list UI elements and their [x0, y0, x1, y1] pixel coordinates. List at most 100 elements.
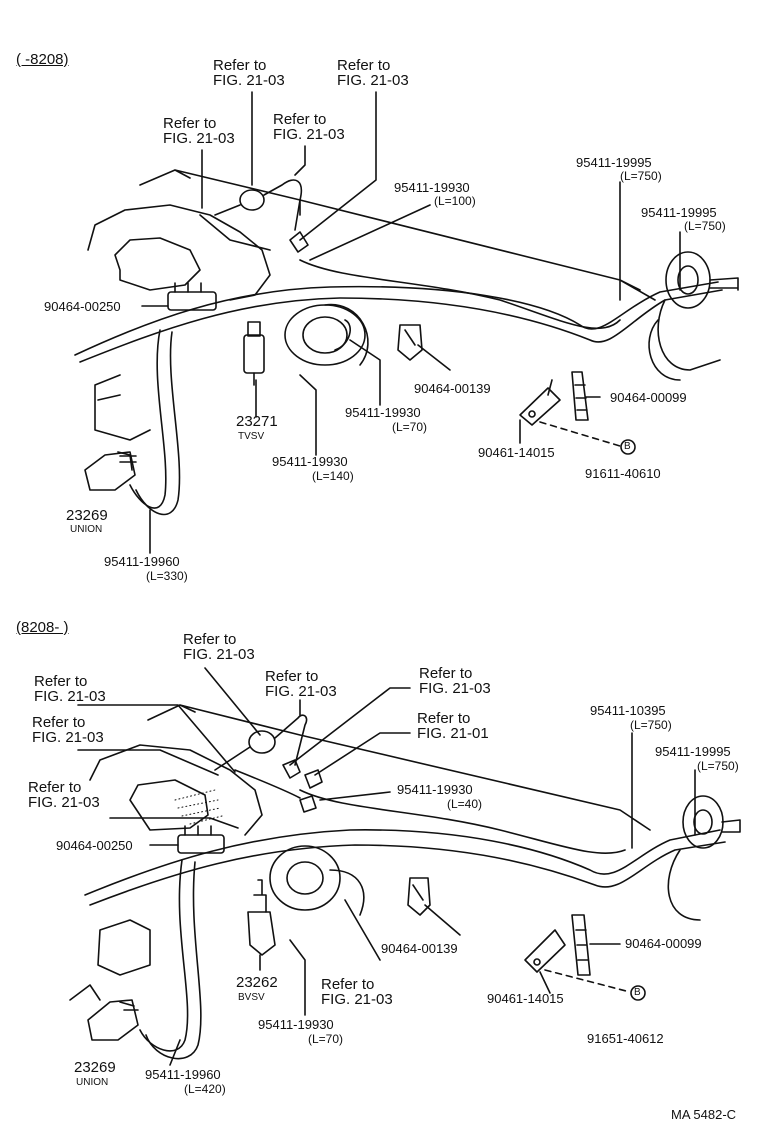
- refer-line1: Refer to: [163, 115, 217, 132]
- refer-label-lower-2: Refer to FIG. 21-03: [265, 669, 337, 699]
- refer-line1: Refer to: [419, 665, 473, 682]
- part-bvsv: BVSV: [238, 992, 265, 1003]
- upper-diagram: [75, 92, 738, 553]
- clamp-00139-lower: [408, 878, 430, 915]
- clamp-00250-lower: [178, 835, 224, 853]
- engine-outline-lower: [148, 705, 650, 830]
- engine-outline-upper-2: [88, 205, 270, 300]
- part-95411-19995-c: 95411-19995: [655, 744, 731, 759]
- clamp-00099-lower: [572, 915, 590, 975]
- refer-line2: FIG. 21-03: [337, 72, 409, 89]
- part-90464-00250-lower: 90464-00250: [56, 838, 133, 853]
- refer-line1: Refer to: [183, 631, 237, 648]
- part-length-750-c: (L=750): [630, 718, 672, 732]
- part-95411-19995-a: 95411-19995: [576, 155, 652, 170]
- part-length-750-b: (L=750): [684, 219, 726, 233]
- canister-lower: [270, 846, 340, 910]
- filter-upper: [240, 190, 264, 210]
- union-lower: [88, 1000, 138, 1040]
- hose-main-lower-b: [90, 842, 725, 905]
- modulator-lower: [683, 796, 723, 848]
- refer-line2: FIG. 21-01: [417, 725, 489, 742]
- part-95411-19930-70-upper: 95411-19930: [345, 405, 421, 420]
- part-length-70-upper: (L=70): [392, 420, 428, 434]
- part-length-330: (L=330): [146, 569, 188, 583]
- bracket-upper: [520, 388, 560, 425]
- refer-line2: FIG. 21-03: [213, 72, 285, 89]
- part-length-750-d: (L=750): [697, 759, 739, 773]
- refer-line1: Refer to: [417, 710, 471, 727]
- part-95411-19930-140: 95411-19930: [272, 454, 348, 469]
- refer-line2: FIG. 21-03: [265, 683, 337, 700]
- part-90464-00099-upper: 90464-00099: [610, 390, 687, 405]
- refer-line1: Refer to: [32, 714, 86, 731]
- hose-main-upper-a: [75, 282, 718, 355]
- part-90464-00099-lower: 90464-00099: [625, 936, 702, 951]
- part-95411-19960-330: 95411-19960: [104, 554, 180, 569]
- part-90464-00139-lower: 90464-00139: [381, 941, 458, 956]
- refer-line1: Refer to: [265, 668, 319, 685]
- part-90464-00250-upper: 90464-00250: [44, 299, 121, 314]
- refer-label-upper-2: Refer to FIG. 21-03: [337, 58, 409, 88]
- modulator-upper: [666, 252, 710, 308]
- canister-upper-inner: [303, 317, 347, 353]
- part-91651-40612: 91651-40612: [587, 1031, 664, 1046]
- part-95411-19930-70-lower: 95411-19930: [258, 1017, 334, 1032]
- part-95411-19960-420: 95411-19960: [145, 1067, 221, 1082]
- refer-line2: FIG. 21-03: [34, 688, 106, 705]
- tvsv-body: [244, 335, 264, 373]
- part-95411-19930-40: 95411-19930: [397, 782, 473, 797]
- hose-loop-lower: [140, 860, 188, 1051]
- refer-label-lower-7: Refer to FIG. 21-03: [28, 780, 100, 810]
- refer-line2: FIG. 21-03: [32, 729, 104, 746]
- clamp-00139-upper: [398, 325, 422, 360]
- bolt-circle-lower: [631, 986, 645, 1000]
- refer-label-lower-4: Refer to FIG. 21-03: [34, 674, 106, 704]
- part-90464-00139-upper: 90464-00139: [414, 381, 491, 396]
- filter-lower: [249, 731, 275, 753]
- refer-label-lower-1: Refer to FIG. 21-03: [183, 632, 255, 662]
- section-range-upper: ( -8208): [16, 51, 69, 68]
- refer-line2: FIG. 21-03: [28, 794, 100, 811]
- part-90461-14015-upper: 90461-14015: [478, 445, 555, 460]
- refer-line2: FIG. 21-03: [163, 130, 235, 147]
- part-length-40: (L=40): [447, 797, 483, 811]
- tvsv-top: [248, 322, 260, 336]
- refer-line2: FIG. 21-03: [273, 126, 345, 143]
- part-95411-19930-100: 95411-19930: [394, 180, 470, 195]
- part-length-100: (L=100): [434, 194, 476, 208]
- refer-label-lower-3: Refer to FIG. 21-03: [419, 666, 491, 696]
- bolt-letter-upper: B: [624, 441, 631, 452]
- refer-label-lower-6: Refer to FIG. 21-03: [32, 715, 104, 745]
- part-95411-19995-b: 95411-19995: [641, 205, 717, 220]
- engine-outline-lower-2: [90, 745, 262, 835]
- part-91611-40610: 91611-40610: [585, 466, 661, 481]
- bolt-letter-lower: B: [634, 987, 641, 998]
- union-upper: [85, 452, 135, 490]
- part-length-420: (L=420): [184, 1082, 226, 1096]
- bolt-circle-upper: [621, 440, 635, 454]
- canister-upper: [285, 305, 365, 365]
- part-23269-lower: 23269: [74, 1059, 116, 1076]
- refer-line1: Refer to: [34, 673, 88, 690]
- bracket-lower: [525, 930, 565, 972]
- refer-label-upper-4: Refer to FIG. 21-03: [163, 116, 235, 146]
- part-union-upper: UNION: [70, 524, 103, 535]
- clamp-00099-upper: [572, 372, 588, 420]
- refer-line1: Refer to: [321, 976, 375, 993]
- hose-main-lower-a: [85, 830, 720, 895]
- part-length-140: (L=140): [312, 469, 354, 483]
- part-length-70-lower: (L=70): [308, 1032, 344, 1046]
- refer-line2: FIG. 21-03: [321, 991, 393, 1008]
- part-95411-10395: 95411-10395: [590, 703, 666, 718]
- clamp-00250-upper: [168, 292, 216, 310]
- part-23271: 23271: [236, 413, 278, 430]
- lower-diagram: [70, 668, 740, 1065]
- hose-main-upper-c: [300, 260, 620, 328]
- canister-upper-hose: [325, 305, 368, 365]
- refer-line1: Refer to: [213, 57, 267, 74]
- refer-label-upper-3: Refer to FIG. 21-03: [273, 112, 345, 142]
- part-23262: 23262: [236, 974, 278, 991]
- refer-line1: Refer to: [337, 57, 391, 74]
